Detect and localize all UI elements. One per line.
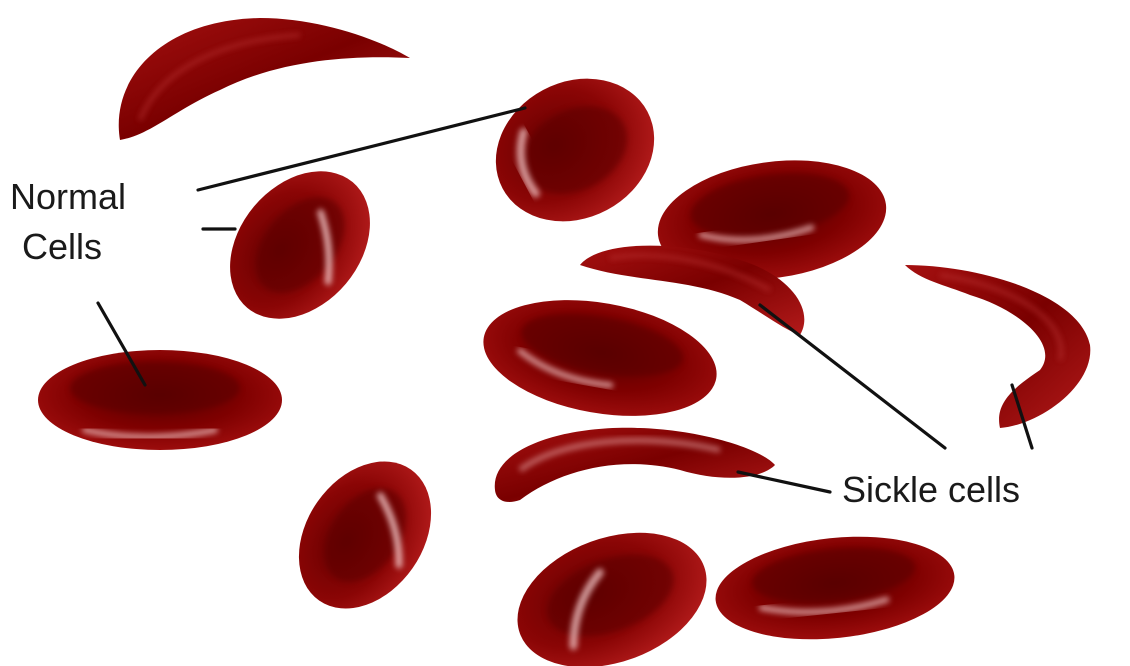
sickle-cell bbox=[119, 18, 410, 140]
normal-cell bbox=[474, 283, 726, 432]
normal-cell bbox=[499, 508, 726, 666]
normal-cells-label-line2: Cells bbox=[22, 226, 102, 267]
normal-cell bbox=[201, 144, 398, 347]
sickle-cells-label: Sickle cells bbox=[842, 469, 1020, 510]
normal-cell bbox=[471, 51, 680, 248]
sickle-cell bbox=[905, 265, 1090, 428]
normal-cell bbox=[272, 436, 459, 634]
normal-cell bbox=[710, 526, 959, 651]
leader-line bbox=[738, 472, 830, 492]
normal-cells-label-line1: Normal bbox=[10, 176, 126, 217]
sickle-cell bbox=[495, 428, 775, 502]
leader-line bbox=[760, 305, 945, 448]
leader-line bbox=[198, 108, 525, 190]
normal-cell bbox=[38, 350, 282, 450]
sickle-cells-leader-lines bbox=[738, 305, 1032, 492]
